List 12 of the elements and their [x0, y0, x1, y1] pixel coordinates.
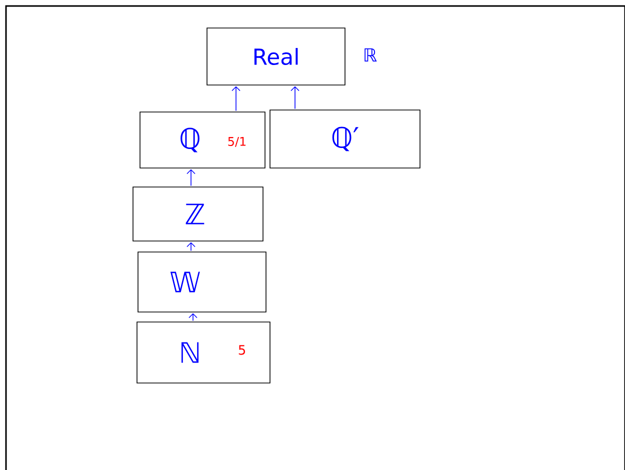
annotation: ℝ	[364, 48, 377, 62]
arrow	[232, 86, 240, 112]
set-box: ℤ	[132, 186, 264, 242]
set-box: ℕ 5	[136, 322, 270, 384]
arrow	[186, 169, 196, 186]
set-box: ℚ′	[270, 110, 420, 168]
set-box: Real	[206, 28, 346, 86]
set-box: ℚ 5/1	[140, 112, 266, 168]
arrow	[188, 313, 198, 322]
set-box: 𝕎	[138, 252, 266, 312]
arrow	[186, 242, 196, 252]
arrow	[290, 86, 300, 110]
